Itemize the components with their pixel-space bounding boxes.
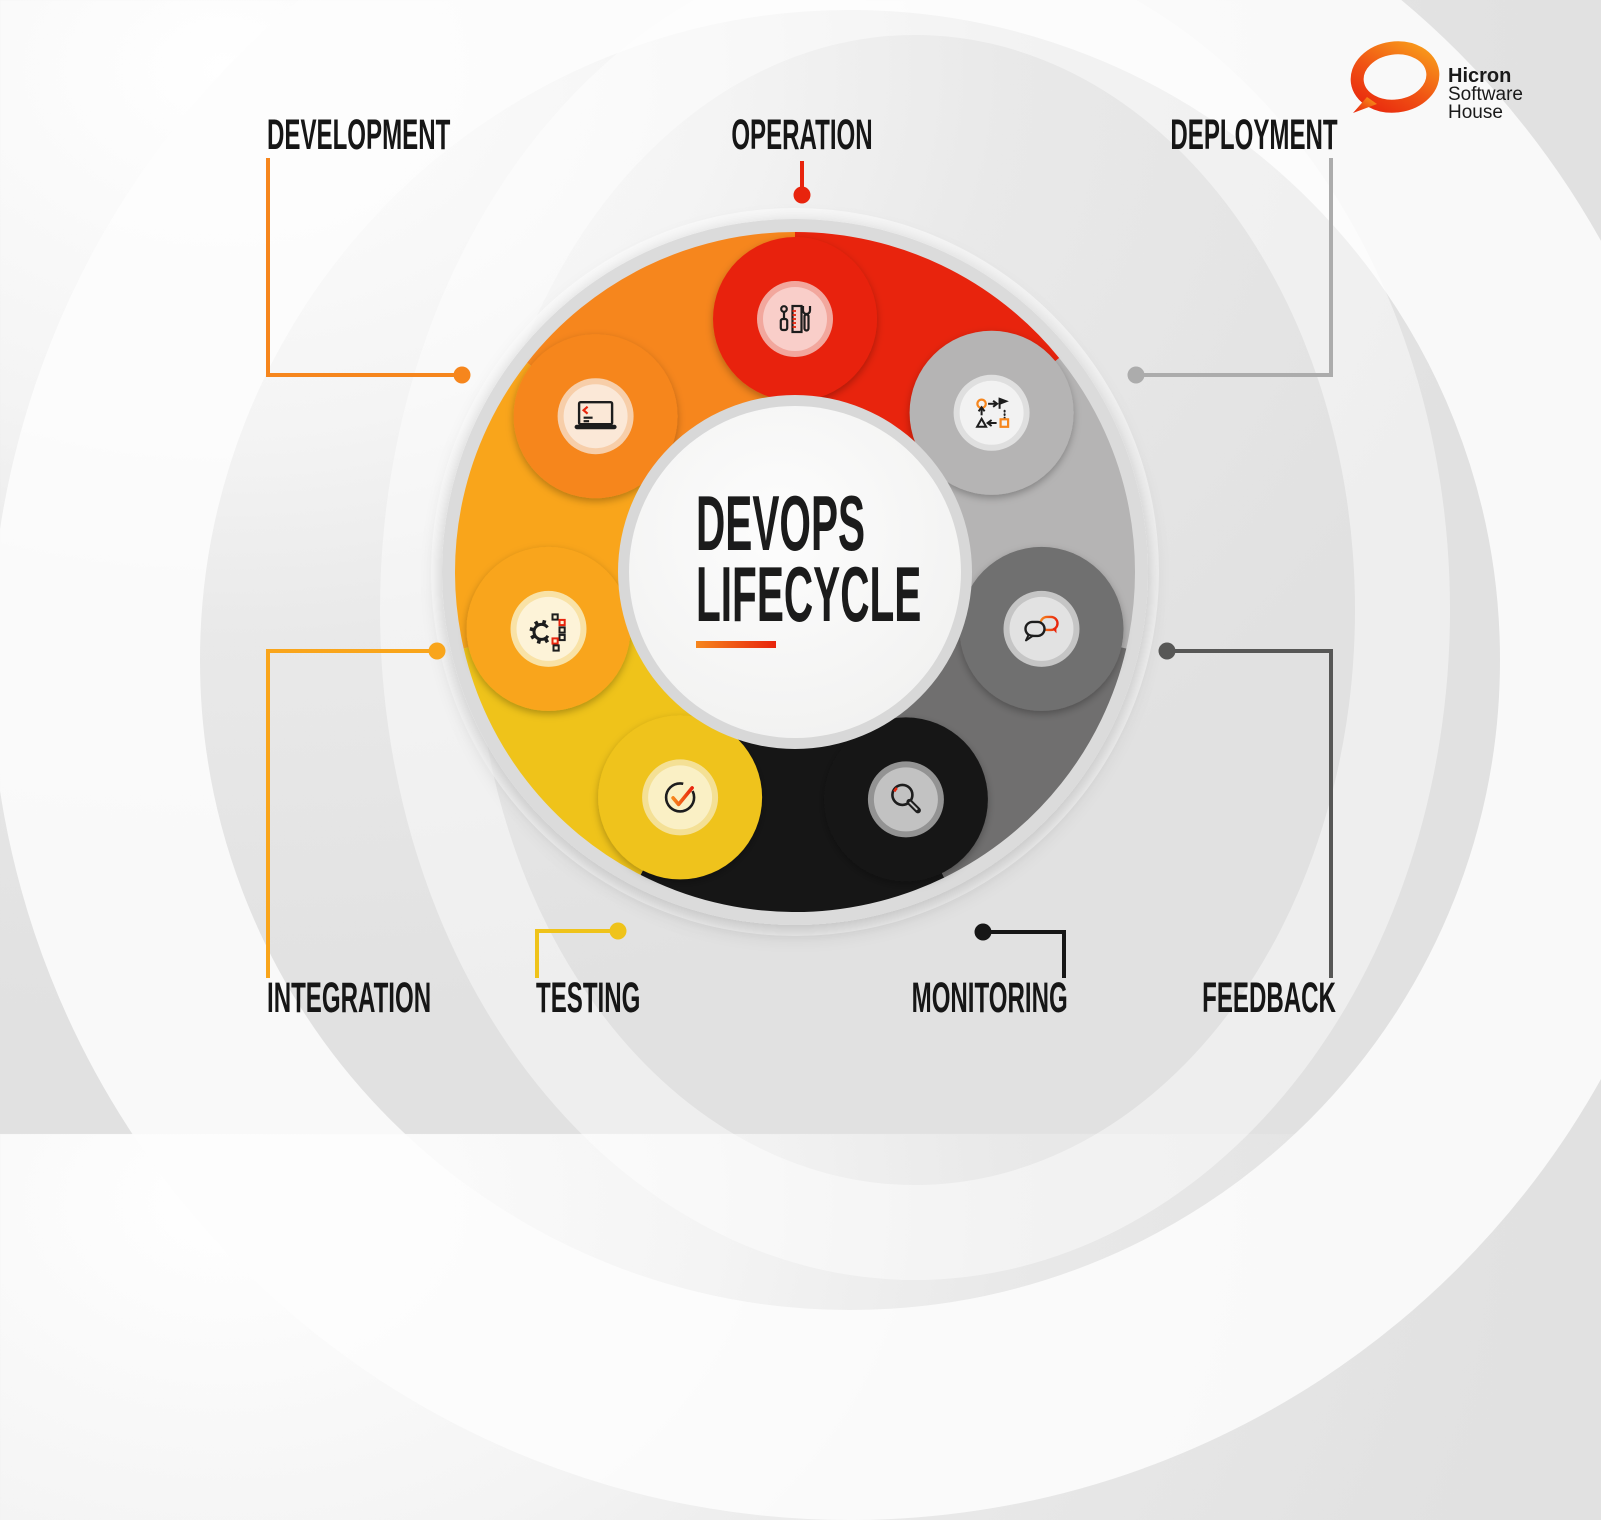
connector-dot-integration <box>428 642 446 660</box>
connector-development <box>266 158 471 384</box>
testing-icon-bg <box>648 765 713 830</box>
chat-bubbles-icon <box>1024 615 1059 642</box>
development-icon-bg <box>563 384 628 449</box>
connector-dot-monitoring <box>974 923 992 941</box>
hicron-logo-text: Hicron Software House <box>1448 65 1523 123</box>
stage-label-development: DEVELOPMENT <box>267 111 451 159</box>
check-circle-icon <box>664 782 696 813</box>
connector-monitoring <box>974 923 1066 978</box>
deployment-icon-bg <box>959 380 1024 445</box>
connector-dot-development <box>453 366 471 384</box>
testing-icon-medallion <box>642 759 719 836</box>
connector-dot-operation <box>793 186 811 204</box>
donut-hole <box>629 406 961 738</box>
hicron-logo-bubble <box>1350 41 1440 113</box>
logo-brand-name: Hicron <box>1448 65 1512 87</box>
tools-icon <box>779 304 812 334</box>
devops-lifecycle-donut <box>431 208 1159 936</box>
connector-dot-feedback <box>1158 642 1176 660</box>
connector-operation <box>793 161 811 204</box>
connector-dot-testing <box>609 922 627 940</box>
magnifier-icon <box>891 783 921 814</box>
integration-icon-bg <box>516 596 581 661</box>
logo-speech-bubble-icon <box>1350 41 1440 113</box>
operation-icon-medallion <box>757 281 833 357</box>
connector-testing <box>535 922 627 978</box>
stage-label-feedback: FEEDBACK <box>1202 974 1336 1022</box>
stage-label-monitoring: MONITORING <box>911 974 1068 1022</box>
connector-deployment <box>1127 158 1333 384</box>
integration-icon-medallion <box>510 590 587 667</box>
deployment-icon-medallion <box>953 374 1030 451</box>
connector-dot-deployment <box>1127 366 1145 384</box>
center-title-line2: LIFECYCLE <box>696 550 922 638</box>
logo-line2: Software <box>1448 83 1523 105</box>
stage-label-operation: OPERATION <box>731 111 873 159</box>
connector-feedback <box>1158 642 1333 978</box>
feedback-icon-medallion <box>1003 590 1080 667</box>
stage-label-integration: INTEGRATION <box>267 974 432 1022</box>
logo-line3: House <box>1448 102 1503 123</box>
diagram-canvas <box>266 41 1440 978</box>
stage-label-deployment: DEPLOYMENT <box>1170 111 1338 159</box>
monitoring-icon-bg <box>873 767 938 832</box>
workflow-pipeline-icon <box>975 397 1010 428</box>
development-icon-medallion <box>557 378 634 455</box>
laptop-code-icon <box>574 401 617 430</box>
title-underline <box>696 641 776 648</box>
connectors <box>266 158 1333 978</box>
monitoring-icon-medallion <box>867 761 944 838</box>
logo-bubble-tail <box>1353 97 1377 113</box>
connector-integration <box>266 642 446 978</box>
center-title-line1: DEVOPS <box>696 479 866 567</box>
stage-label-testing: TESTING <box>536 974 641 1022</box>
gear-integration-icon <box>529 613 566 652</box>
